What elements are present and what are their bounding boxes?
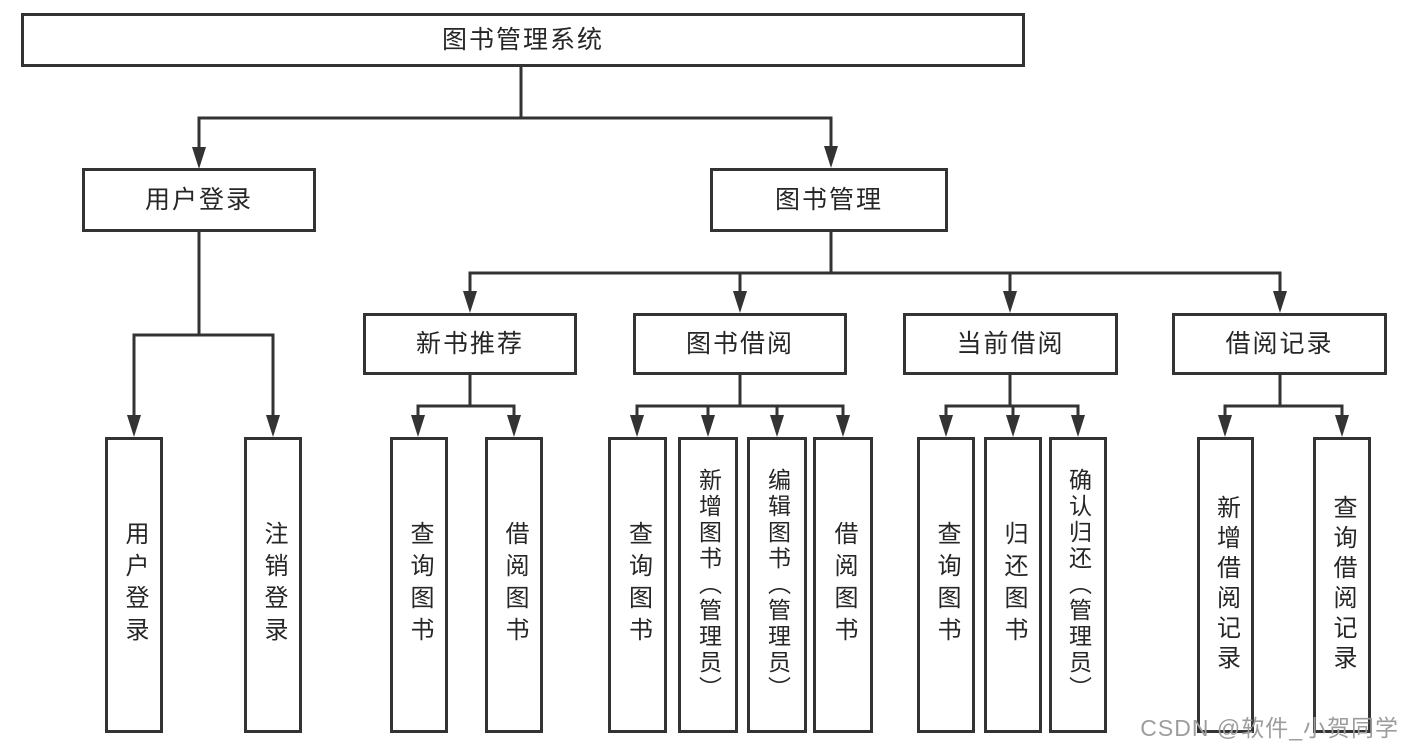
leaf-cb-return-books-label: 归还图书 — [1000, 521, 1027, 649]
leaf-bb-borrow-books: 借阅图书 — [813, 437, 873, 733]
leaf-rec-borrow-books: 借阅图书 — [485, 437, 543, 733]
leaf-bb-add-books-admin: 新增图书（管理员） — [678, 437, 738, 733]
node-book-management: 图书管理 — [710, 168, 948, 232]
leaf-cb-query-books-label: 查询图书 — [933, 521, 960, 649]
leaf-cb-return-books: 归还图书 — [984, 437, 1042, 733]
leaf-bb-query-books: 查询图书 — [608, 437, 667, 733]
leaf-br-add-record-label: 新增借阅记录 — [1212, 495, 1240, 675]
leaf-bb-edit-books-admin: 编辑图书（管理员） — [747, 437, 807, 733]
leaf-bb-add-books-admin-label: 新增图书（管理员） — [695, 468, 722, 702]
node-root-system: 图书管理系统 — [21, 13, 1025, 67]
leaf-br-add-record: 新增借阅记录 — [1197, 437, 1254, 733]
node-borrow-records-label: 借阅记录 — [1225, 329, 1334, 358]
node-root-system-label: 图书管理系统 — [441, 25, 604, 54]
node-current-borrow: 当前借阅 — [903, 313, 1118, 375]
leaf-br-query-record: 查询借阅记录 — [1313, 437, 1371, 733]
leaf-rec-query-books: 查询图书 — [390, 437, 448, 733]
leaf-br-query-record-label: 查询借阅记录 — [1329, 495, 1356, 675]
leaf-cb-confirm-return-admin-label: 确认归还（管理员） — [1065, 468, 1092, 702]
leaf-bb-query-books-label: 查询图书 — [624, 521, 652, 649]
node-book-management-label: 图书管理 — [774, 185, 883, 214]
leaf-user-login-label: 用户登录 — [121, 521, 148, 649]
node-user-login-label: 用户登录 — [144, 185, 253, 214]
node-book-borrow: 图书借阅 — [633, 313, 847, 375]
leaf-cb-confirm-return-admin: 确认归还（管理员） — [1049, 437, 1107, 733]
node-book-borrow-label: 图书借阅 — [685, 329, 794, 358]
leaf-logout-label: 注销登录 — [260, 521, 287, 649]
leaf-rec-query-books-label: 查询图书 — [406, 521, 433, 649]
node-current-borrow-label: 当前借阅 — [956, 329, 1065, 358]
leaf-cb-query-books: 查询图书 — [917, 437, 975, 733]
node-new-book-recommend: 新书推荐 — [363, 313, 577, 375]
leaf-rec-borrow-books-label: 借阅图书 — [501, 521, 528, 649]
csdn-watermark: CSDN @软件_小贺同学 — [1140, 715, 1399, 741]
leaf-logout: 注销登录 — [244, 437, 302, 733]
leaf-user-login: 用户登录 — [105, 437, 163, 733]
node-new-book-recommend-label: 新书推荐 — [415, 329, 524, 358]
leaf-bb-borrow-books-label: 借阅图书 — [830, 521, 857, 649]
leaf-bb-edit-books-admin-label: 编辑图书（管理员） — [764, 468, 791, 702]
node-borrow-records: 借阅记录 — [1172, 313, 1387, 375]
node-user-login: 用户登录 — [82, 168, 316, 232]
